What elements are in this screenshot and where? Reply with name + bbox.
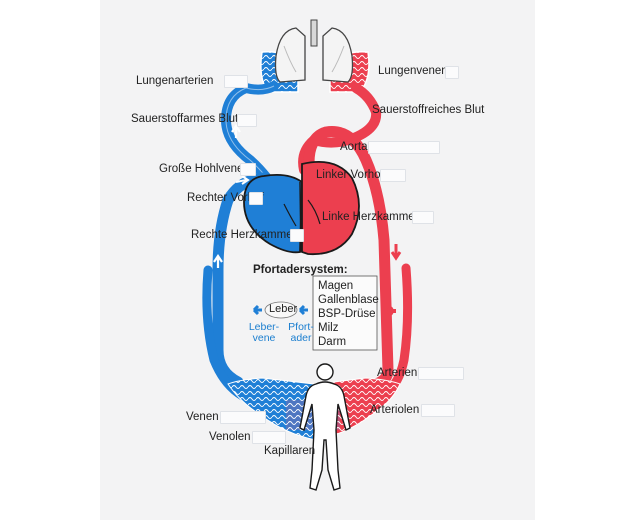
label-arterien: Arterien (377, 367, 418, 379)
portal-arrow-left (252, 304, 262, 316)
tag-grosse-hohlvene (240, 163, 256, 176)
label-grosse-hohlvene: Große Hohlvene (159, 163, 244, 175)
organ-bsp-druese: BSP-Drüse (318, 308, 376, 320)
organ-magen: Magen (318, 280, 354, 292)
organ-milz: Milz (318, 322, 339, 334)
flow-arrow-hohlvene (235, 175, 250, 185)
tag-venen (220, 411, 266, 424)
portal-arrow-right (386, 305, 396, 317)
label-venolen: Venolen (209, 431, 251, 443)
label-lebervene: Leber- vene (247, 322, 281, 344)
portal-arrow-middle (298, 304, 308, 316)
liver-ellipse (264, 301, 298, 319)
portal-system-title: Pfortadersystem: (253, 264, 348, 276)
label-leber: Leber (269, 303, 298, 315)
label-kapillaren: Kapillaren (264, 445, 316, 457)
label-linke-herzkammer: Linke Herzkammer (322, 211, 419, 223)
label-sauerstoffarmes-blut: Sauerstoffarmes Blut (131, 113, 239, 125)
label-linker-vorhof: Linker Vorhof (316, 169, 384, 181)
tag-rechter-vorhof (249, 192, 263, 205)
label-sauerstoffreiches-blut: Sauerstoffreiches Blut (372, 104, 485, 116)
tag-arteriolen (421, 404, 455, 417)
label-rechter-vorhof: Rechter Vorhof (187, 192, 264, 204)
label-rechte-herzkammer: Rechte Herzkammer (191, 229, 297, 241)
tag-aorta (368, 141, 440, 154)
label-aorta: Aorta (340, 141, 368, 153)
label-arteriolen: Arteriolen (370, 404, 420, 416)
tag-linke-herzkammer (412, 211, 434, 224)
human-figure-icon (299, 363, 351, 491)
label-lebervene-line1: Leber- (248, 321, 280, 333)
label-pfortader-line2: ader (290, 332, 312, 344)
flow-arrow-lung-up (231, 124, 241, 138)
label-venen: Venen (186, 411, 219, 423)
tag-lungenarterien (224, 75, 248, 88)
flow-arrow-up-left (213, 254, 223, 268)
tag-sauerstoffarmes-blut (237, 114, 257, 127)
portal-system-box (312, 275, 378, 351)
lungs-icon (274, 19, 354, 83)
label-pfortader-line1: Pfort- (288, 321, 314, 333)
organ-darm: Darm (318, 336, 347, 348)
label-lungenvenen: Lungenvenen (378, 65, 448, 77)
organ-gallenblase: Gallenblase (318, 294, 379, 306)
tag-venolen (252, 431, 286, 444)
tag-rechte-herzkammer (290, 229, 304, 242)
label-lebervene-line2: vene (252, 332, 276, 344)
tag-arterien (418, 367, 464, 380)
tag-linker-vorhof (380, 169, 406, 182)
tag-lungenvenen (445, 66, 459, 79)
label-pfortader: Pfort- ader (284, 322, 318, 344)
aorta (303, 126, 394, 390)
label-lungenarterien: Lungenarterien (136, 75, 214, 87)
flow-arrow-down-right (390, 244, 402, 261)
